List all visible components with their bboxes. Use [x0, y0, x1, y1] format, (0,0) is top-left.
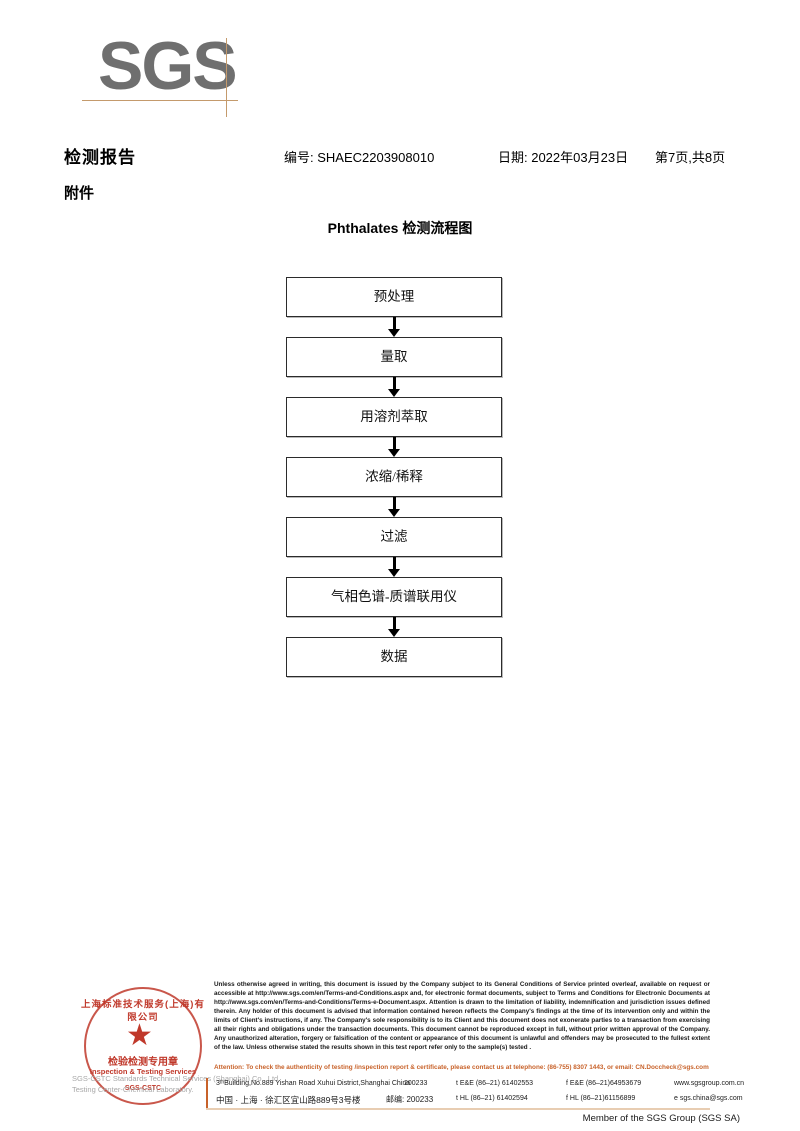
flowchart-title: Phthalates 检测流程图	[327, 220, 473, 236]
flow-node-label: 浓缩/稀释	[365, 469, 423, 484]
flow-node: 用溶剂萃取	[286, 397, 502, 437]
zip-english: 200233	[404, 1080, 428, 1087]
arrow-stem	[393, 377, 396, 391]
flow-node: 气相色谱-质谱联用仪	[286, 577, 502, 617]
flow-node-label: 用溶剂萃取	[360, 409, 428, 424]
flow-arrow	[286, 617, 502, 637]
report-number: 编号: SHAEC2203908010	[284, 150, 435, 165]
arrow-stem	[393, 557, 396, 571]
flow-node: 浓缩/稀释	[286, 457, 502, 497]
sgs-logo-text: SGS	[98, 28, 238, 104]
attachment-label: 附件	[64, 185, 95, 202]
telephone-ee: t E&E (86–21) 61402553	[456, 1080, 534, 1087]
address-english: 3ᵗʰBuilding,No.889 Yishan Road Xuhui Dis…	[216, 1080, 411, 1087]
seal-arc-bottom-text: SGS-CSTC	[124, 1085, 162, 1092]
address-block: 3ᵗʰBuilding,No.889 Yishan Road Xuhui Dis…	[206, 1078, 744, 1108]
page-title: 检测报告	[64, 148, 136, 167]
website-link[interactable]: www.sgsgroup.com.cn	[674, 1080, 745, 1087]
lab-center-name: Testing Center-Chemical Laboratory.	[72, 1085, 194, 1094]
arrow-down-icon	[388, 569, 400, 577]
flow-node-label: 数据	[380, 649, 408, 664]
flow-node: 数据	[286, 637, 502, 677]
logo-vertical-rule	[226, 38, 227, 117]
flow-node: 过滤	[286, 517, 502, 557]
flow-arrow	[286, 437, 502, 457]
address-row-cn: 中国 · 上海 · 徐汇区宜山路889号3号楼 邮编: 200233 t HL …	[208, 1093, 743, 1108]
flow-arrow	[286, 557, 502, 577]
flowchart: 预处理 量取 用溶剂萃取 浓缩/稀释 过滤	[286, 277, 502, 677]
fax-hl: f HL (86–21)61156899	[566, 1095, 636, 1102]
legal-terms-text: Unless otherwise agreed in writing, this…	[214, 981, 710, 1051]
flow-arrow	[286, 497, 502, 517]
arrow-stem	[393, 617, 396, 631]
seal-english-text: Inspection & Testing Services	[89, 1067, 197, 1076]
address-row-en: 3ᵗʰBuilding,No.889 Yishan Road Xuhui Dis…	[208, 1078, 744, 1093]
sgs-logo: SGS	[82, 32, 248, 120]
member-of-group-text: Member of the SGS Group (SGS SA)	[582, 1113, 740, 1124]
arrow-down-icon	[388, 629, 400, 637]
flow-node: 预处理	[286, 277, 502, 317]
flow-arrow	[286, 377, 502, 397]
company-seal-stamp: 上海标准技术服务(上海)有限公司 ★ 检验检测专用章 Inspection & …	[81, 987, 206, 1109]
arrow-down-icon	[388, 509, 400, 517]
fax-ee: f E&E (86–21)64953679	[566, 1080, 642, 1087]
email-link[interactable]: e sgs.china@sgs.com	[674, 1095, 743, 1102]
seal-arc-top-text: 上海标准技术服务(上海)有限公司	[81, 999, 205, 1022]
arrow-down-icon	[388, 449, 400, 457]
arrow-down-icon	[388, 329, 400, 337]
page-footer: 上海标准技术服务(上海)有限公司 ★ 检验检测专用章 Inspection & …	[0, 975, 800, 1131]
arrow-stem	[393, 497, 396, 511]
flow-arrow	[286, 317, 502, 337]
arrow-down-icon	[388, 389, 400, 397]
flow-node: 量取	[286, 337, 502, 377]
attention-notice: Attention: To check the authenticity of …	[214, 1064, 709, 1071]
logo-horizontal-rule	[82, 100, 238, 101]
star-icon: ★	[126, 1019, 153, 1052]
flow-node-label: 过滤	[380, 529, 408, 544]
arrow-stem	[393, 317, 396, 331]
flow-node-label: 气相色谱-质谱联用仪	[331, 589, 457, 604]
flow-node-label: 量取	[380, 349, 408, 364]
seal-chinese-text: 检验检测专用章	[108, 1057, 178, 1068]
report-date: 日期: 2022年03月23日	[498, 150, 629, 165]
lab-entity-name: SGS-CSTC Standards Technical Services (S…	[72, 1074, 281, 1083]
seal-ring	[84, 987, 202, 1105]
flow-node-label: 预处理	[373, 289, 415, 304]
telephone-hl: t HL (86–21) 61402594	[456, 1095, 528, 1102]
address-chinese: 中国 · 上海 · 徐汇区宜山路889号3号楼	[216, 1095, 361, 1105]
page-indicator: 第7页,共8页	[655, 150, 726, 165]
footer-divider	[206, 1108, 710, 1110]
arrow-stem	[393, 437, 396, 451]
zip-chinese: 邮编: 200233	[386, 1095, 434, 1104]
